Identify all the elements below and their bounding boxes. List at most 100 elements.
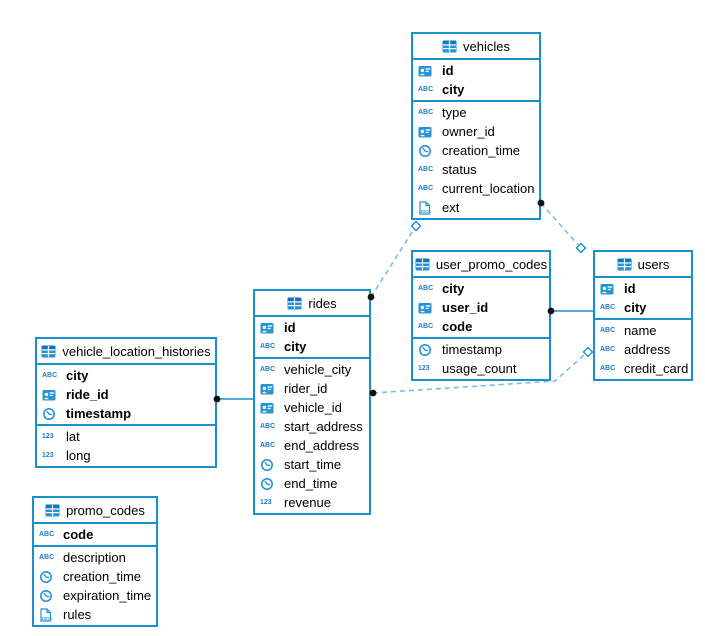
field-creation_time[interactable]: creation_time [413,141,539,160]
field-name: owner_id [442,124,495,139]
field-name: user_id [442,300,489,315]
field-lat[interactable]: 123 lat [37,427,215,446]
field-name: code [63,527,94,542]
table-header[interactable]: rides [255,291,369,317]
field-name: ride_id [66,387,109,402]
field-name: city [66,368,89,383]
table-promo_codes[interactable]: promo_codes ABC code ABC description cre… [32,496,158,627]
field-creation_time[interactable]: creation_time [34,567,156,586]
field-ext[interactable]: JSON ext [413,198,539,217]
field-city[interactable]: ABC city [37,366,215,385]
table-icon [287,297,302,310]
table-vehicles[interactable]: vehicles id ABC city ABC type owner_id [411,32,541,220]
field-name: vehicle_id [284,400,342,415]
field-user_id[interactable]: user_id [413,298,549,317]
fields-section: ABC vehicle_city rider_id vehicle_id ABC… [255,359,369,513]
field-address[interactable]: ABC address [595,340,691,359]
field-code[interactable]: ABC code [34,525,156,544]
uuid-type-icon [260,321,274,335]
table-title: vehicle_location_histories [62,343,211,359]
field-timestamp[interactable]: timestamp [413,340,549,359]
field-status[interactable]: ABC status [413,160,539,179]
timestamp-type-icon [418,144,432,158]
table-icon [442,40,457,53]
field-code[interactable]: ABC code [413,317,549,336]
field-ride_id[interactable]: ride_id [37,385,215,404]
field-credit_card[interactable]: ABC credit_card [595,359,691,378]
uuid-type-icon [600,282,614,296]
field-start_address[interactable]: ABC start_address [255,417,369,436]
field-name: city [624,300,647,315]
field-id[interactable]: id [413,61,539,80]
field-city[interactable]: ABC city [413,279,549,298]
varchar-type-icon: ABC [260,442,276,449]
field-city[interactable]: ABC city [413,80,539,99]
field-start_time[interactable]: start_time [255,455,369,474]
key-fields-section: id ABC city [255,317,369,359]
number-type-icon: 123 [42,452,54,459]
table-users[interactable]: users id ABC city ABC name ABC address A… [593,250,693,381]
varchar-type-icon: ABC [260,343,276,350]
field-city[interactable]: ABC city [595,298,691,317]
uuid-type-icon [418,125,432,139]
number-type-icon: 123 [260,499,272,506]
table-user_promo_codes[interactable]: user_promo_codes ABC city user_id ABC co… [411,250,551,381]
field-owner_id[interactable]: owner_id [413,122,539,141]
table-icon [617,258,632,271]
varchar-type-icon: ABC [39,531,55,538]
table-header[interactable]: vehicles [413,34,539,60]
key-fields-section: ABC code [34,524,156,547]
field-vehicle_id[interactable]: vehicle_id [255,398,369,417]
number-type-icon: 123 [42,433,54,440]
field-long[interactable]: 123 long [37,446,215,465]
table-title: user_promo_codes [435,256,548,272]
timestamp-type-icon [260,458,274,472]
field-city[interactable]: ABC city [255,337,369,356]
field-name: rules [63,607,92,622]
table-vehicle_location_histories[interactable]: vehicle_location_histories ABC city ride… [35,337,217,468]
varchar-type-icon: ABC [600,365,616,372]
field-id[interactable]: id [595,279,691,298]
field-name: id [442,63,454,78]
field-rules[interactable]: JSON rules [34,605,156,624]
field-current_location[interactable]: ABC current_location [413,179,539,198]
field-description[interactable]: ABC description [34,548,156,567]
table-header[interactable]: user_promo_codes [413,252,549,278]
table-header[interactable]: promo_codes [34,498,156,524]
timestamp-type-icon [39,589,53,603]
field-name: code [442,319,473,334]
uuid-type-icon [418,301,432,315]
field-end_time[interactable]: end_time [255,474,369,493]
table-icon [415,258,430,271]
table-title: users [637,256,670,272]
table-icon [41,345,56,358]
fields-section: ABC type owner_id creation_time ABC stat… [413,102,539,218]
json-type-icon: JSON [418,200,431,215]
fields-section: timestamp 123 usage_count [413,339,549,379]
field-name: rider_id [284,381,328,396]
field-end_address[interactable]: ABC end_address [255,436,369,455]
field-name: start_address [284,419,363,434]
field-usage_count[interactable]: 123 usage_count [413,359,549,378]
timestamp-type-icon [39,570,53,584]
timestamp-type-icon [42,407,56,421]
field-revenue[interactable]: 123 revenue [255,493,369,512]
field-type[interactable]: ABC type [413,103,539,122]
field-name: address [624,342,671,357]
varchar-type-icon: ABC [418,109,434,116]
field-name: long [66,448,91,463]
field-id[interactable]: id [255,318,369,337]
field-vehicle_city[interactable]: ABC vehicle_city [255,360,369,379]
uuid-type-icon [42,388,56,402]
field-expiration_time[interactable]: expiration_time [34,586,156,605]
table-header[interactable]: users [595,252,691,278]
field-timestamp[interactable]: timestamp [37,404,215,423]
table-header[interactable]: vehicle_location_histories [37,339,215,365]
field-name[interactable]: ABC name [595,321,691,340]
field-name: end_address [284,438,360,453]
field-rider_id[interactable]: rider_id [255,379,369,398]
table-rides[interactable]: rides id ABC city ABC vehicle_city rider… [253,289,371,515]
field-name: expiration_time [63,588,152,603]
svg-text:JSON: JSON [41,615,52,620]
